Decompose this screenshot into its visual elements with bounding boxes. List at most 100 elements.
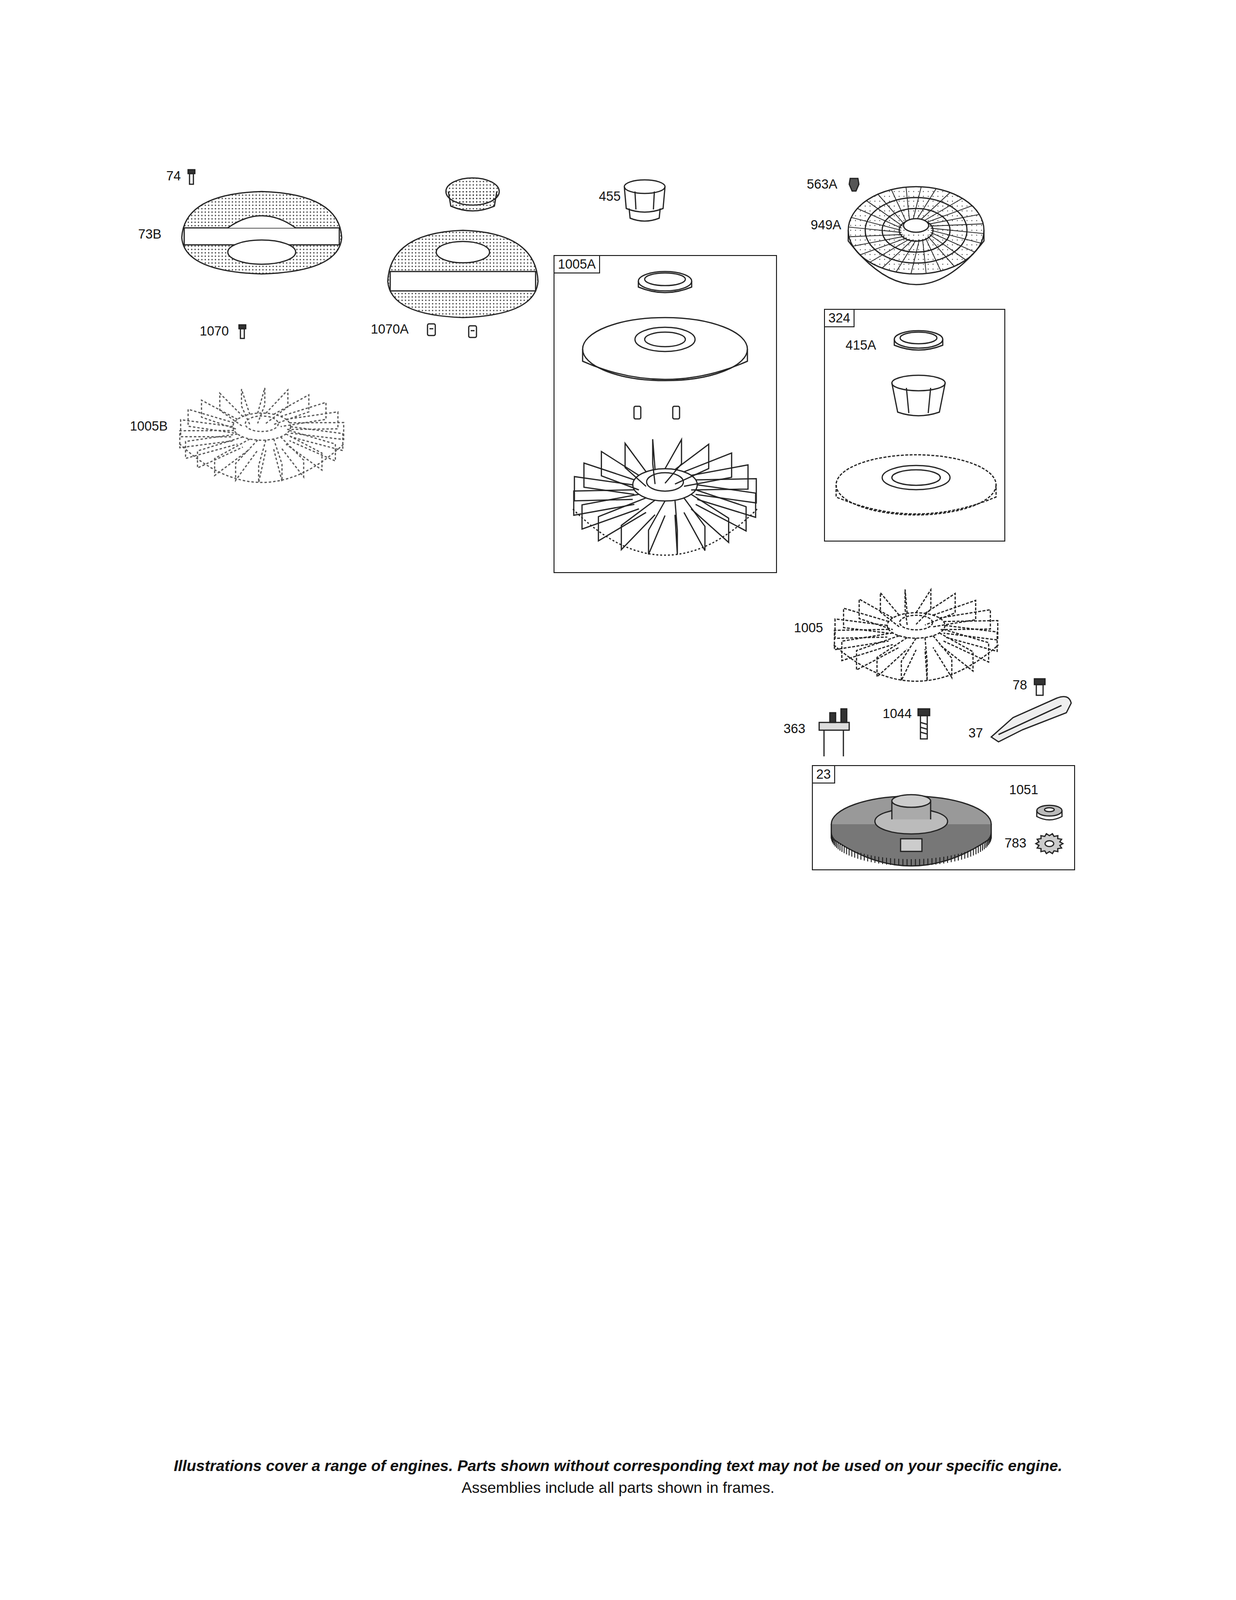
fan	[285, 411, 338, 429]
callout-number: 73B	[138, 226, 162, 242]
pulley	[836, 454, 997, 515]
pulley-cover	[634, 327, 696, 352]
starter-cup	[624, 179, 666, 194]
rotating-screen	[929, 234, 967, 261]
flywheel	[915, 858, 917, 866]
note-text: Illustrations cover a range of engines. …	[173, 1456, 1062, 1475]
rotating-screen	[848, 186, 984, 274]
flywheel	[843, 846, 845, 854]
rotating-screen	[848, 226, 902, 233]
rotating-screen	[849, 234, 904, 238]
flywheel	[919, 858, 920, 866]
flywheel	[986, 839, 988, 847]
bolt	[920, 722, 928, 725]
retainer-ring	[894, 330, 943, 349]
air-guide	[991, 696, 1072, 742]
fan	[179, 430, 235, 448]
frame-label: 23	[812, 765, 836, 784]
flywheel	[985, 840, 987, 848]
flywheel	[860, 852, 862, 860]
fan	[180, 419, 234, 437]
rotating-screen	[925, 237, 941, 271]
shroud	[436, 241, 490, 263]
flywheel	[975, 847, 977, 855]
screw	[633, 406, 641, 419]
screw	[633, 406, 680, 419]
flywheel	[988, 836, 990, 844]
shroud	[390, 271, 536, 291]
armature-bracket	[819, 708, 850, 757]
fan	[648, 500, 666, 555]
washer	[1036, 805, 1062, 816]
starter-cup	[629, 208, 661, 222]
screw	[427, 323, 436, 336]
rotating-screen	[912, 186, 921, 221]
flywheel	[878, 856, 880, 864]
fan	[625, 443, 647, 487]
flywheel	[906, 858, 908, 866]
callout-number: 783	[1004, 835, 1027, 851]
flywheel	[839, 843, 841, 851]
flywheel	[977, 846, 979, 854]
rotating-screen	[930, 228, 984, 234]
screw	[849, 178, 859, 191]
starter-cup	[928, 387, 931, 413]
flywheel	[910, 858, 912, 866]
flywheel	[970, 849, 972, 857]
flywheel	[863, 853, 865, 861]
fan	[939, 609, 991, 630]
flywheel	[987, 838, 989, 845]
flywheel	[935, 857, 937, 865]
fan	[241, 388, 250, 425]
fan	[574, 476, 633, 501]
flywheel	[857, 851, 859, 859]
flywheel	[931, 857, 933, 865]
flywheel	[927, 858, 929, 866]
flywheel	[961, 852, 963, 860]
starter-cup	[891, 375, 946, 391]
callout-number: 78	[1012, 677, 1028, 693]
flywheel	[947, 855, 949, 863]
cover-cap	[445, 177, 500, 211]
bolt	[920, 731, 928, 734]
fan	[179, 387, 345, 483]
retainer-ring	[644, 272, 686, 286]
callout-number: 1005B	[129, 418, 168, 434]
fan	[572, 508, 758, 555]
fan	[646, 472, 684, 492]
callout-number: 949A	[810, 217, 841, 233]
pulley-cover	[582, 348, 748, 380]
flywheel	[886, 857, 888, 865]
pulley	[882, 465, 951, 490]
armature-bracket	[840, 708, 847, 723]
flywheel	[874, 855, 876, 863]
starter-gear	[1045, 840, 1054, 847]
fan	[179, 443, 345, 483]
callout-number: 1051	[1009, 782, 1039, 798]
blower-cover	[181, 191, 342, 274]
flywheel	[972, 848, 974, 856]
screw	[188, 169, 195, 185]
flywheel	[882, 856, 884, 864]
fan	[633, 468, 698, 502]
pulley-cover	[644, 332, 686, 347]
rotating-screen	[848, 230, 984, 285]
fan	[859, 599, 893, 630]
callout-number: 74	[166, 168, 181, 184]
cover-cap	[448, 191, 497, 211]
screw	[468, 325, 477, 338]
rotating-screen	[930, 232, 975, 253]
shroud	[387, 230, 539, 318]
callout-number: 1070A	[370, 321, 409, 337]
flywheel	[834, 839, 836, 847]
rotating-screen	[929, 223, 984, 227]
rotating-screen	[891, 189, 907, 223]
fan	[280, 436, 304, 477]
screw	[429, 328, 434, 330]
starter-gear	[1035, 833, 1063, 854]
rotating-screen	[903, 218, 929, 233]
flywheel	[867, 854, 869, 862]
flywheel	[836, 840, 838, 848]
assembly-frame: 23 1051 783	[811, 764, 1076, 871]
starter-cup	[653, 191, 655, 210]
